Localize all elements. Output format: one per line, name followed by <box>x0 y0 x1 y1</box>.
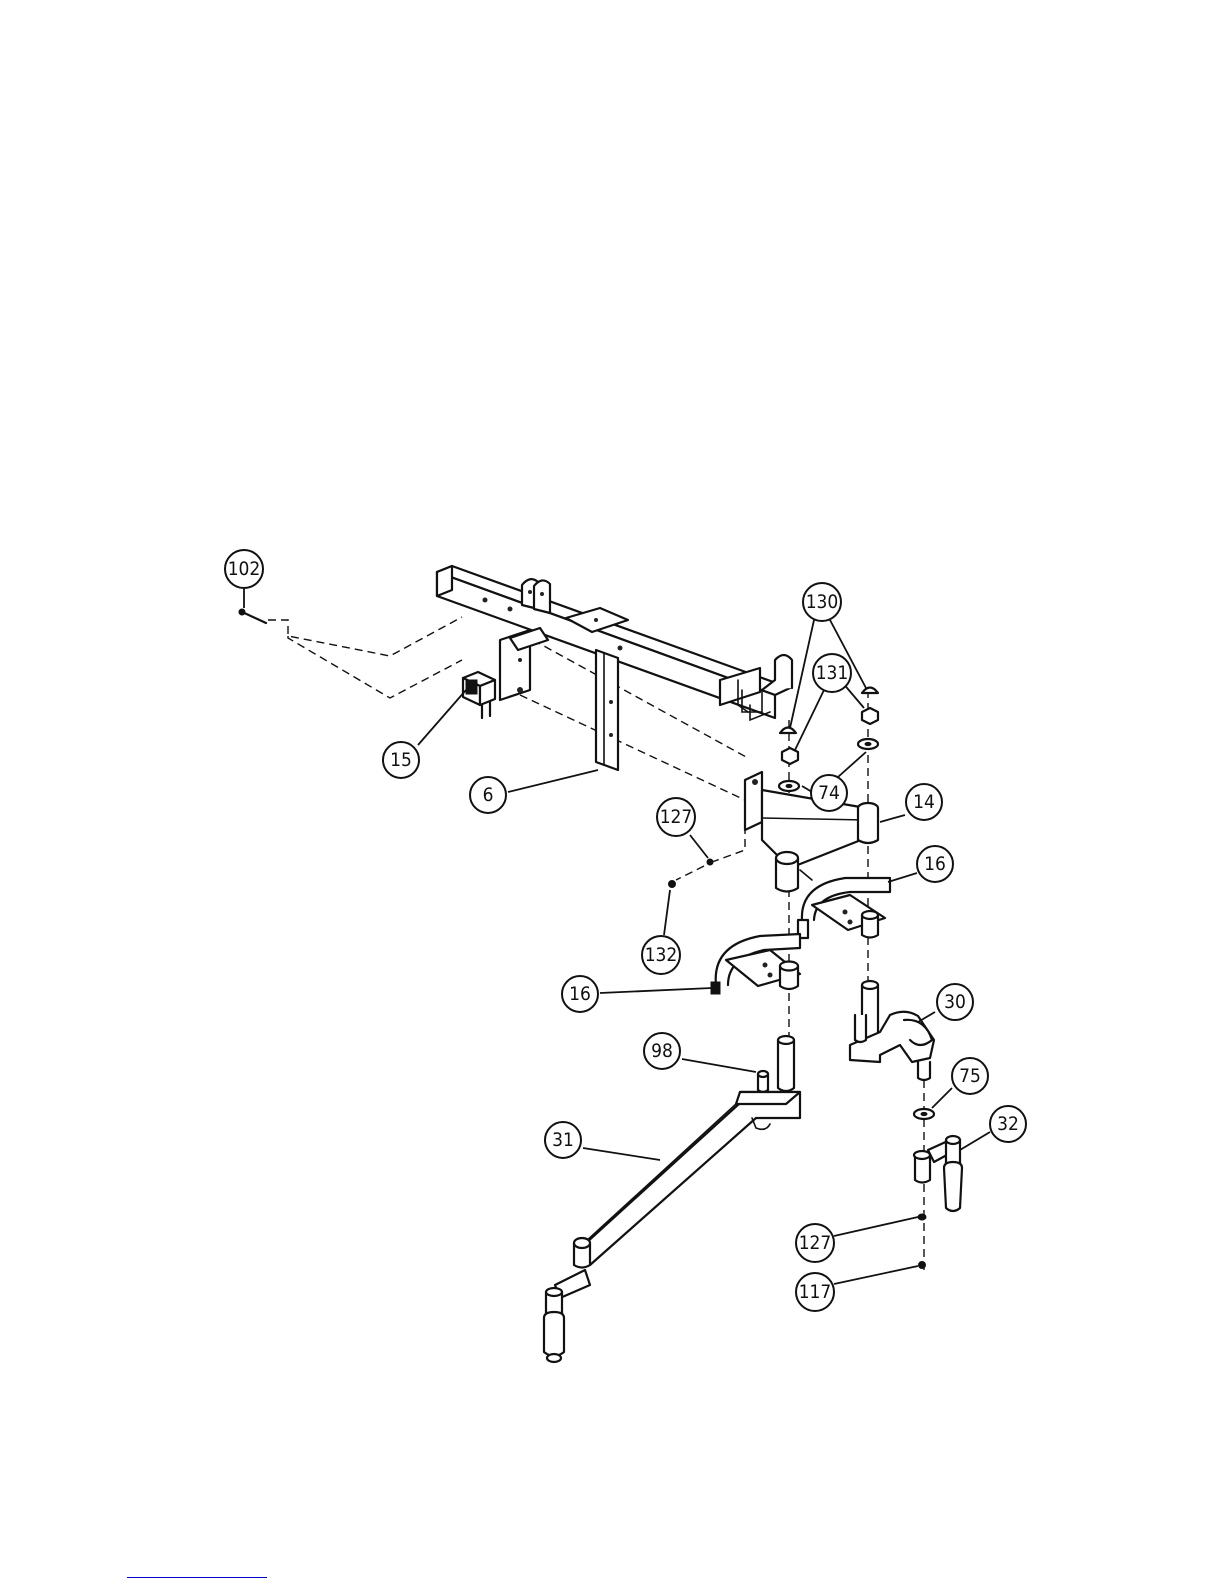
callout-117: 117 <box>796 1273 834 1311</box>
callout-30: 30 <box>937 984 973 1020</box>
callout-127-upper: 127 <box>657 798 695 836</box>
bracket-15 <box>463 672 495 718</box>
callout-102-label: 102 <box>228 558 261 580</box>
callout-130-label: 130 <box>806 591 839 613</box>
callout-31: 31 <box>545 1122 581 1158</box>
callout-15: 15 <box>383 742 419 778</box>
callout-31-label: 31 <box>552 1129 574 1151</box>
callout-16-upper-label: 16 <box>924 853 946 875</box>
callout-16-lower-label: 16 <box>569 983 591 1005</box>
washer-75 <box>914 1109 934 1119</box>
pulley-bracket-16-upper <box>798 878 890 938</box>
footer-rule <box>127 1577 267 1578</box>
bolt-102 <box>239 609 266 623</box>
callout-98: 98 <box>644 1033 680 1069</box>
callout-117-label: 117 <box>799 1281 832 1303</box>
callout-130: 130 <box>803 583 841 621</box>
callout-14: 14 <box>906 784 942 820</box>
pulley-bracket-16-lower <box>711 934 800 994</box>
callout-14-label: 14 <box>913 791 935 813</box>
callout-32: 32 <box>990 1106 1026 1142</box>
callout-30-label: 30 <box>944 991 966 1013</box>
callout-16-upper: 16 <box>917 846 953 882</box>
callout-75-label: 75 <box>959 1065 981 1087</box>
callout-127-upper-label: 127 <box>660 806 693 828</box>
callout-15-label: 15 <box>390 749 412 771</box>
callout-6-label: 6 <box>483 784 494 806</box>
callout-16-lower: 16 <box>562 976 598 1012</box>
callout-127-lower: 127 <box>796 1224 834 1262</box>
callout-131: 131 <box>813 654 851 692</box>
swivel-arm-30 <box>850 981 934 1080</box>
callout-98-label: 98 <box>651 1040 673 1062</box>
callout-75: 75 <box>952 1058 988 1094</box>
callout-131-label: 131 <box>816 662 849 684</box>
callout-6: 6 <box>470 777 506 813</box>
callout-32-label: 32 <box>997 1113 1019 1135</box>
callout-74: 74 <box>811 775 847 811</box>
hardware-bottom <box>918 1214 926 1269</box>
long-arm-31 <box>544 1036 800 1362</box>
callout-74-label: 74 <box>818 782 840 804</box>
callout-102: 102 <box>225 550 263 588</box>
main-frame-6 <box>437 566 792 770</box>
short-handle-32 <box>914 1136 962 1211</box>
callout-127-lower-label: 127 <box>799 1232 832 1254</box>
callout-132-label: 132 <box>645 944 678 966</box>
callout-132: 132 <box>642 936 680 974</box>
